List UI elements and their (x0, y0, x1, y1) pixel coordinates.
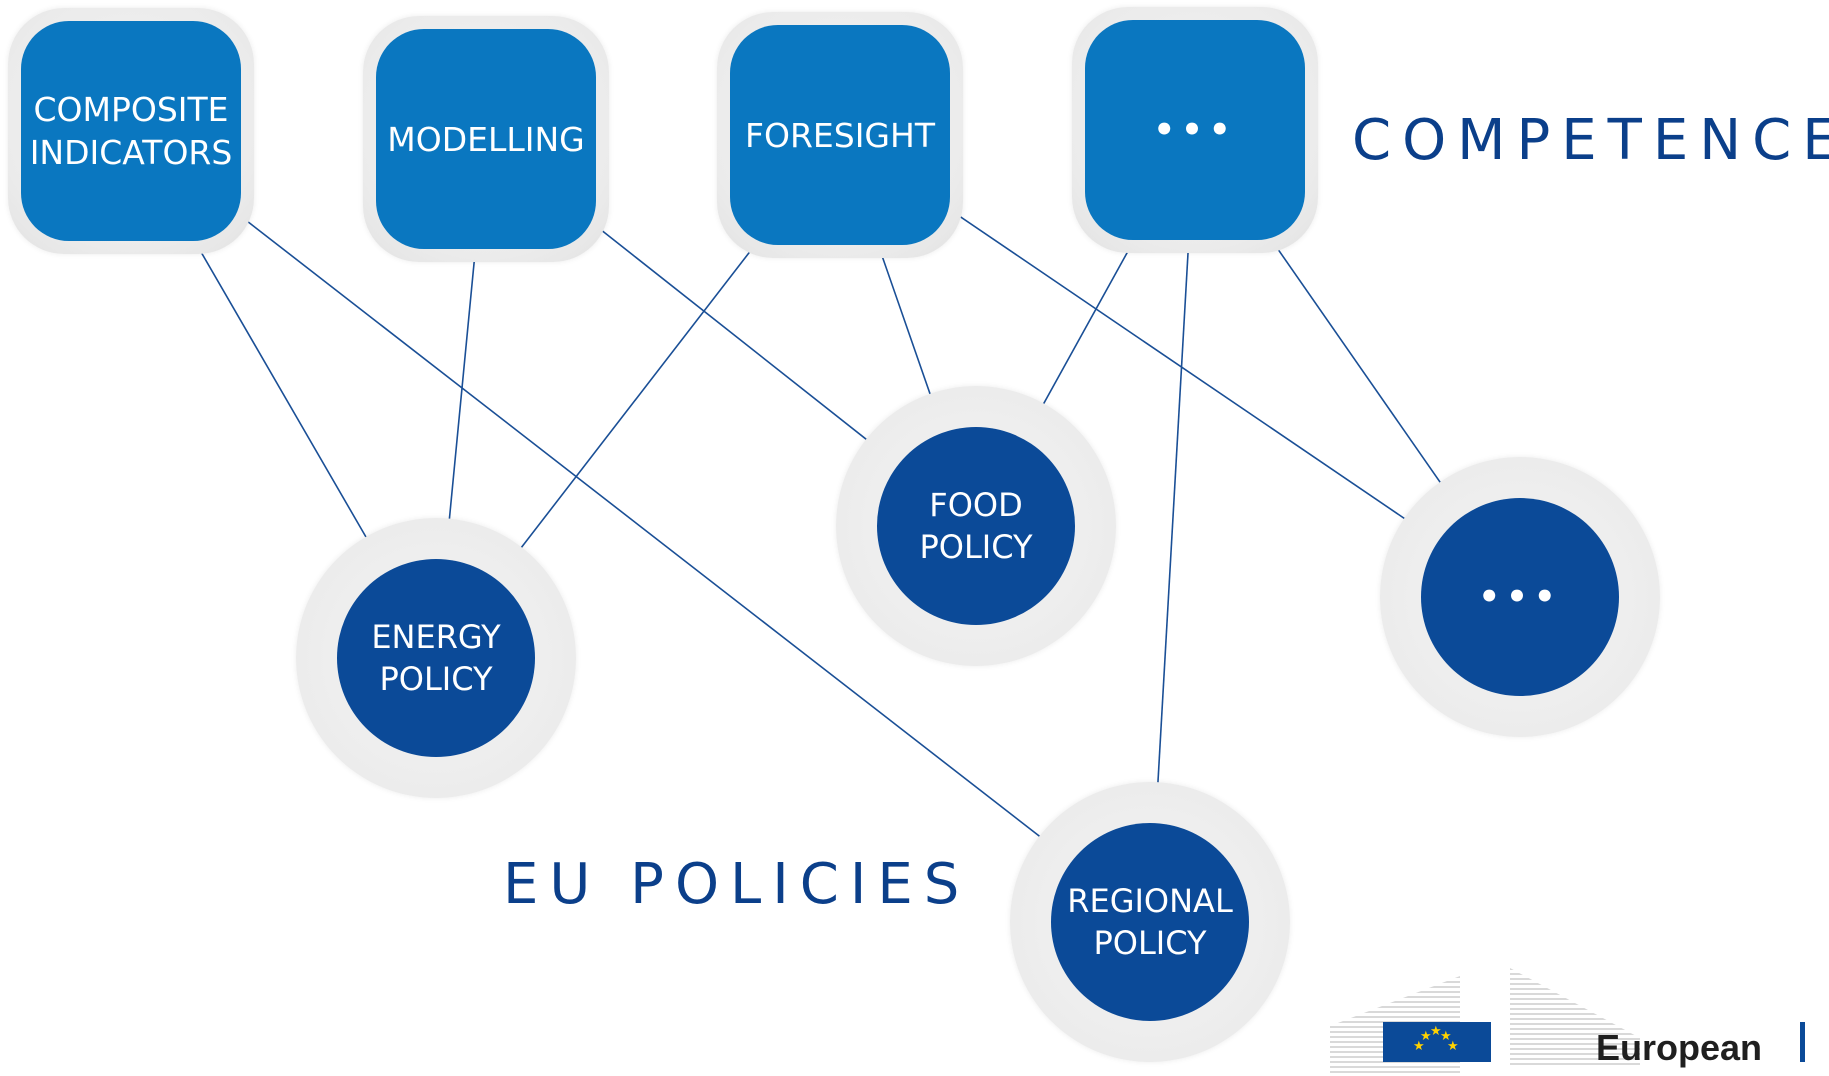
competence-node-foresight[interactable]: FORESIGHT (717, 12, 963, 258)
policy-node-energy[interactable]: ENERGY POLICY (296, 518, 576, 798)
eu-flag-icon: ★ ★ ★ ★ ★ (1383, 1022, 1491, 1062)
eu-policies-heading: EU POLICIES (503, 852, 971, 917)
logo-divider (1800, 1022, 1805, 1062)
competence-node-composite-indicators[interactable]: COMPOSITE INDICATORS (8, 8, 254, 254)
link-composite-regional (130, 130, 1151, 923)
policy-label: FOOD POLICY (877, 427, 1075, 625)
policy-node-more[interactable]: ••• (1380, 457, 1660, 737)
competence-node-more[interactable]: ••• (1072, 7, 1318, 253)
policy-label: ENERGY POLICY (337, 559, 535, 757)
ellipsis-icon: ••• (1421, 498, 1619, 696)
competence-label: FORESIGHT (730, 25, 950, 245)
ellipsis-icon: ••• (1085, 20, 1305, 240)
policy-label: REGIONAL POLICY (1051, 823, 1249, 1021)
competence-node-modelling[interactable]: MODELLING (363, 16, 609, 262)
european-commission-logo: ★ ★ ★ ★ ★ European (1330, 968, 1829, 1076)
policy-node-regional[interactable]: REGIONAL POLICY (1010, 782, 1290, 1062)
competences-heading: COMPETENCES (1352, 108, 1829, 173)
competence-label: COMPOSITE INDICATORS (21, 21, 241, 241)
policy-node-food[interactable]: FOOD POLICY (836, 386, 1116, 666)
competence-label: MODELLING (376, 29, 596, 249)
diagram-canvas: COMPOSITE INDICATORS MODELLING FORESIGHT… (8, 7, 1829, 1076)
logo-wordmark: European (1596, 1027, 1763, 1068)
